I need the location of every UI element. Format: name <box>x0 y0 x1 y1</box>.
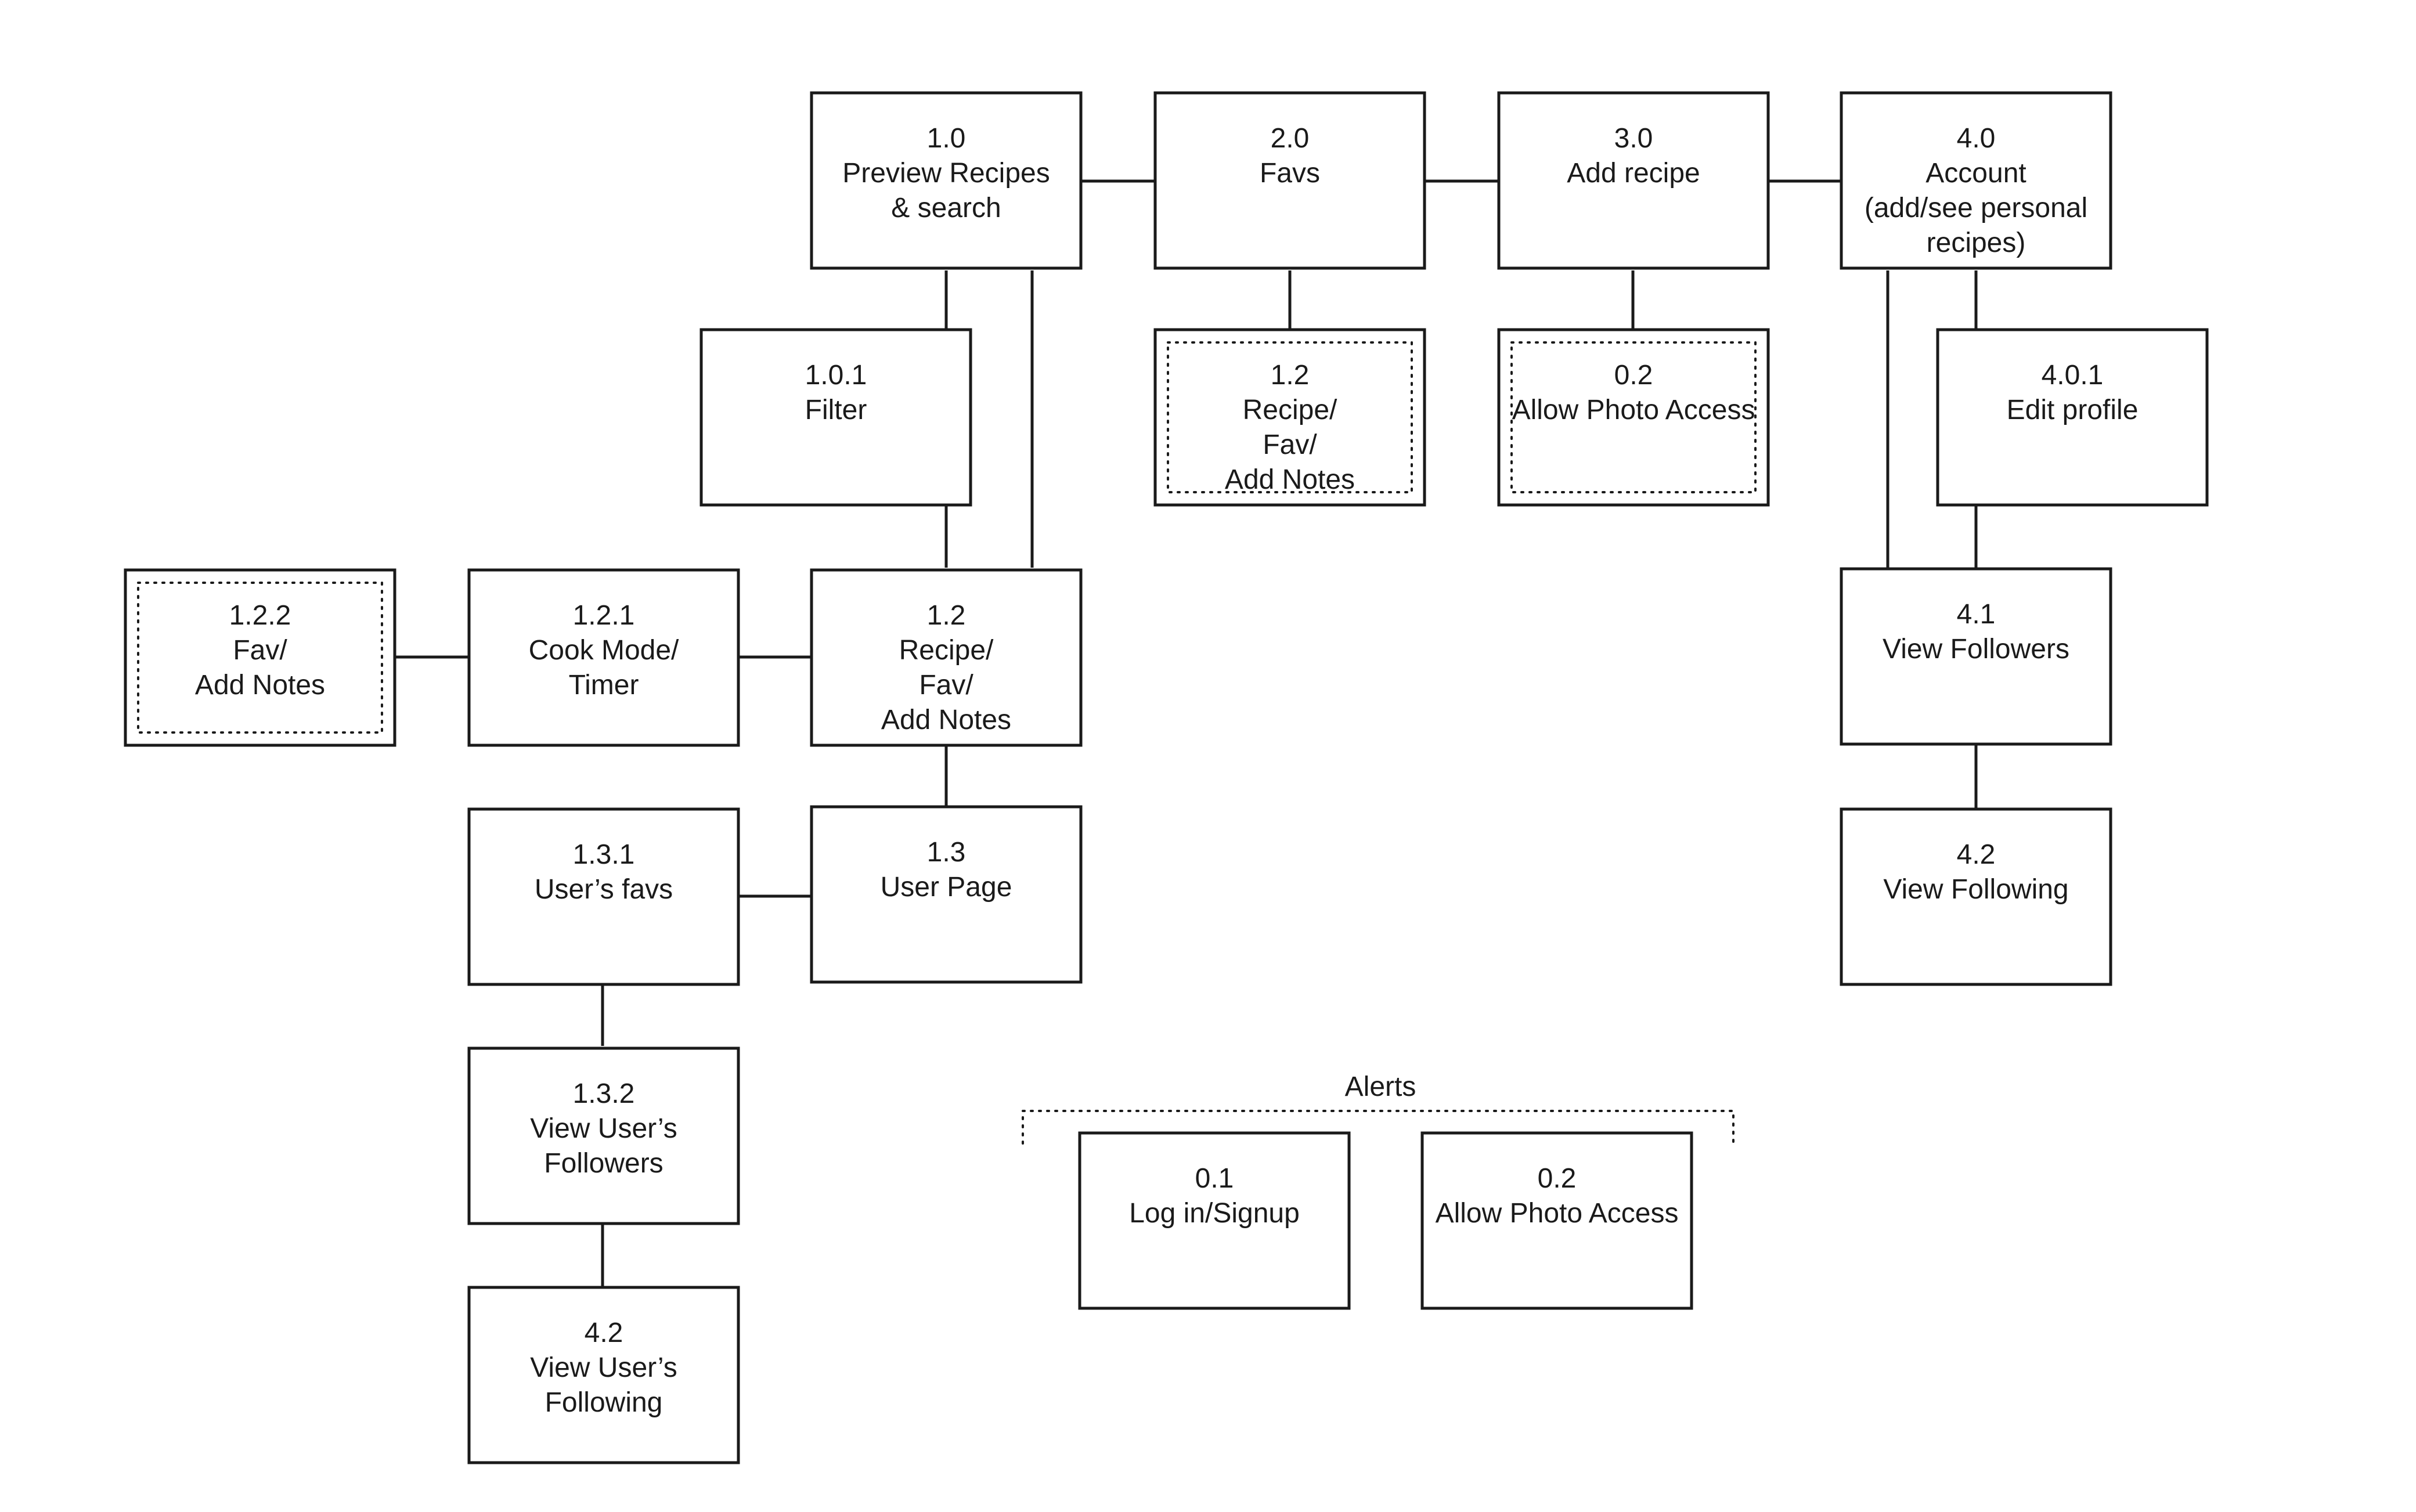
node-label-line: Fav/ <box>919 670 973 701</box>
node-label-line: Add recipe <box>1567 158 1700 189</box>
node-number: 3.0 <box>1614 123 1653 154</box>
node-label-line: Fav/ <box>1263 430 1317 460</box>
node-label-line: Add Notes <box>195 670 325 701</box>
node-number: 4.2 <box>1957 839 1996 870</box>
node-label-line: Filter <box>805 395 867 425</box>
node-label-line: Log in/Signup <box>1129 1198 1300 1229</box>
node-label-line: Recipe/ <box>1243 395 1337 425</box>
node-number: 4.1 <box>1957 599 1996 630</box>
node-number: 1.3.2 <box>573 1078 635 1109</box>
connectors <box>394 179 1978 1286</box>
node-number: 2.0 <box>1271 123 1310 154</box>
node-number: 4.0 <box>1957 123 1996 154</box>
node-label-line: Allow Photo Access <box>1512 395 1755 425</box>
alerts-bracket <box>1022 1110 1735 1145</box>
alerts-group: Alerts <box>1022 1071 1735 1145</box>
node-label-line: Followers <box>544 1148 663 1179</box>
node-number: 0.2 <box>1538 1163 1577 1194</box>
node-number: 1.2 <box>1271 360 1310 391</box>
node-label-line: Allow Photo Access <box>1436 1198 1679 1229</box>
node-label-line: User Page <box>881 872 1012 903</box>
node-number: 1.2.1 <box>573 600 635 631</box>
node-label-line: (add/see personal <box>1865 193 2087 223</box>
node-label-line: View Followers <box>1883 634 2069 665</box>
node-label-line: Cook Mode/ <box>529 635 679 666</box>
node-number: 0.2 <box>1614 360 1653 391</box>
node-label-line: Preview Recipes <box>842 158 1050 189</box>
node-number: 0.1 <box>1195 1163 1234 1194</box>
node-label-line: User’s favs <box>535 874 673 905</box>
node-label-line: View User’s <box>530 1352 677 1383</box>
node-number: 1.2 <box>927 600 966 631</box>
node-label-line: Account <box>1925 158 2026 189</box>
node-label-line: View Following <box>1883 874 2068 905</box>
node-number: 1.3 <box>927 837 966 868</box>
node-label-line: & search <box>891 193 1001 223</box>
node-label-line: Add Notes <box>1225 464 1355 495</box>
node-number: 1.0.1 <box>805 360 867 391</box>
node-number: 4.2 <box>585 1318 623 1348</box>
node-label-line: Favs <box>1260 158 1320 189</box>
node-number: 1.3.1 <box>573 839 635 870</box>
node-label-line: Fav/ <box>233 635 287 666</box>
node-number: 1.0 <box>927 123 966 154</box>
node-number: 4.0.1 <box>2042 360 2104 391</box>
node-label-line: Edit profile <box>2007 395 2139 425</box>
node-number: 1.2.2 <box>229 600 291 631</box>
node-label-line: recipes) <box>1927 228 2026 258</box>
node-label-line: Recipe/ <box>899 635 994 666</box>
node-label-line: View User’s <box>530 1113 677 1144</box>
alerts-label: Alerts <box>1345 1071 1416 1102</box>
node-label-line: Timer <box>569 670 639 701</box>
node-label-line: Following <box>545 1387 663 1418</box>
node-label-line: Add Notes <box>881 705 1011 735</box>
